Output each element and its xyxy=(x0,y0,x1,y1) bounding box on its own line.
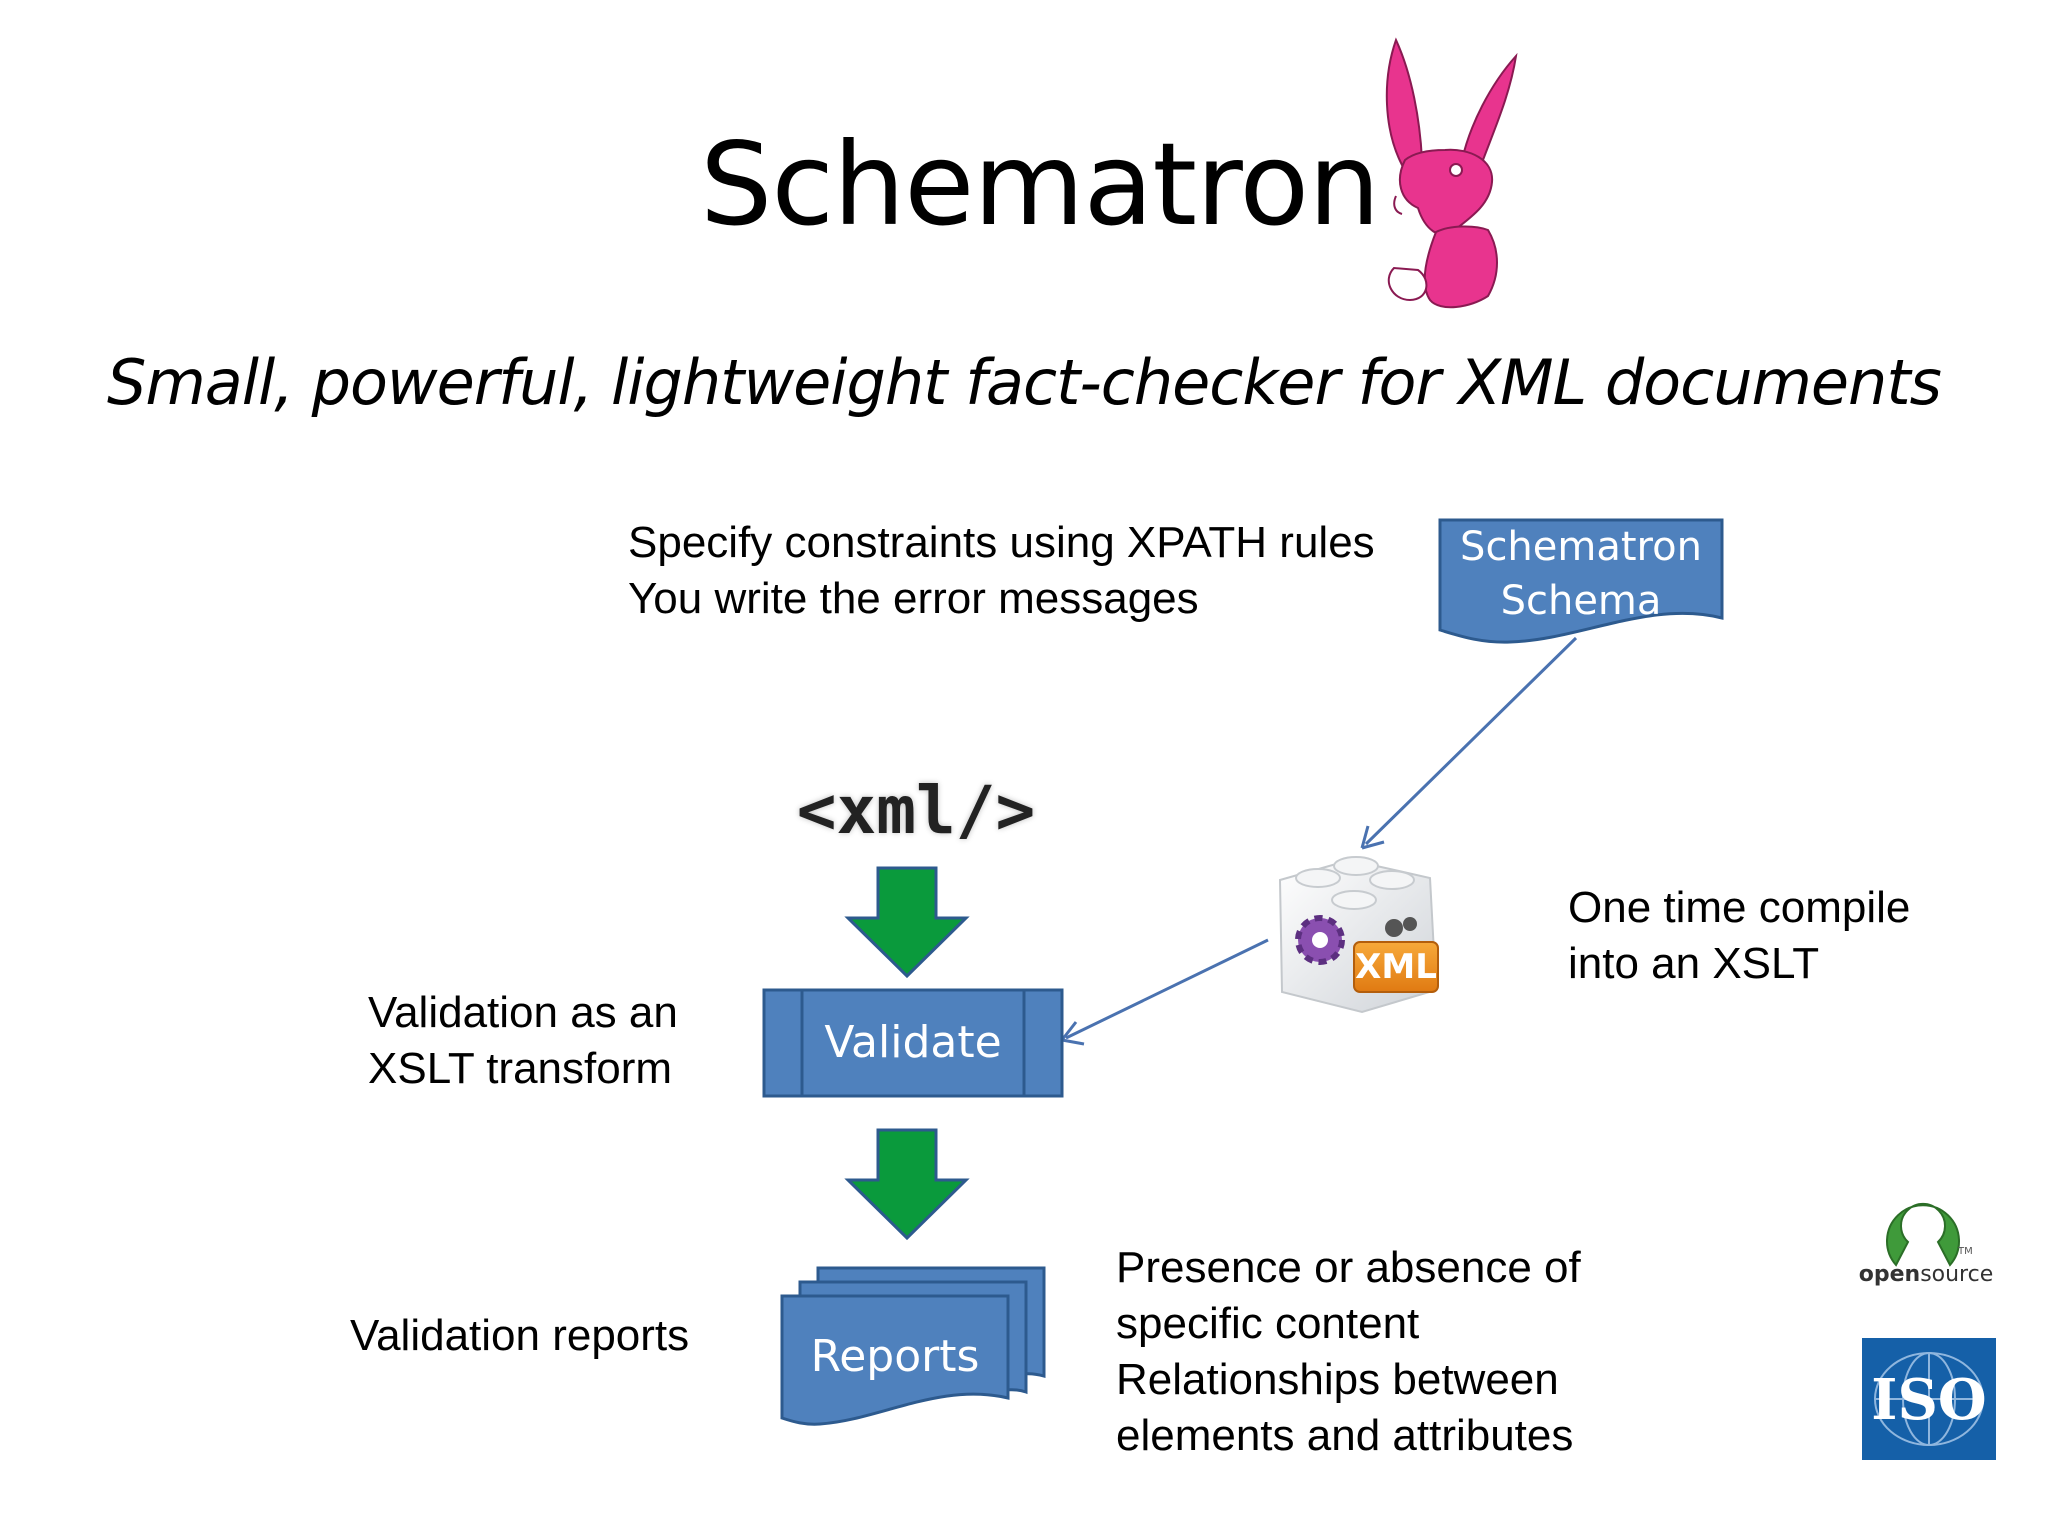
validate-box-shape xyxy=(762,988,1064,1098)
validation-note-line1: Validation as an xyxy=(368,988,678,1037)
down-arrow-validate-to-reports xyxy=(844,1128,970,1241)
rabbit-mascot-icon xyxy=(1385,37,1518,309)
compile-note-line2: into an XSLT xyxy=(1568,939,1820,988)
schematron-schema-box-shape xyxy=(1438,518,1724,644)
open-source-wordmark: opensource xyxy=(1856,1262,1996,1288)
schema-to-compiler-connector xyxy=(1360,636,1578,850)
reports-stack-shape xyxy=(780,1266,1046,1426)
content-note-line3: Relationships between xyxy=(1116,1355,1559,1404)
open-source-trademark: TM xyxy=(1958,1246,1973,1257)
gear-icon xyxy=(1295,915,1345,965)
content-relationships-note: Presence or absence of specific content … xyxy=(1116,1240,1581,1464)
reports-box-label: Reports xyxy=(810,1331,980,1382)
iso-wordmark: ISO xyxy=(1871,1367,1987,1433)
compiler-to-validate-connector xyxy=(1060,938,1269,1046)
xml-document-tag: <xml/> xyxy=(796,772,1036,849)
content-note-line1: Presence or absence of xyxy=(1116,1243,1581,1292)
open-source-logo-icon xyxy=(1886,1202,1960,1267)
page-subtitle: Small, powerful, lightweight fact-checke… xyxy=(107,346,1942,419)
open-source-word-source: source xyxy=(1920,1262,1994,1287)
schema-box-line2: Schema xyxy=(1500,578,1662,624)
iso-logo-icon xyxy=(1862,1338,1996,1460)
compile-note: One time compile into an XSLT xyxy=(1568,880,1910,992)
xslt-component-icon xyxy=(1278,856,1439,1014)
validation-transform-note: Validation as an XSLT transform xyxy=(368,985,678,1097)
xpath-rules-line: Specify constraints using XPATH rules xyxy=(628,518,1375,567)
content-note-line4: elements and attributes xyxy=(1116,1411,1574,1460)
down-arrow-xml-to-validate xyxy=(844,866,970,979)
validate-box-label: Validate xyxy=(824,1017,1002,1068)
content-note-line2: specific content xyxy=(1116,1299,1420,1348)
open-source-word-open: open xyxy=(1858,1262,1921,1287)
compile-note-line1: One time compile xyxy=(1568,883,1911,932)
page-title: Schematron xyxy=(700,118,1380,251)
validation-reports-note: Validation reports xyxy=(350,1311,690,1360)
schematron-schema-box: Schematron Schema xyxy=(1440,520,1722,628)
error-messages-line: You write the error messages xyxy=(628,574,1199,623)
xpath-rules-note: Specify constraints using XPATH rules Yo… xyxy=(628,515,1375,627)
validation-note-line2: XSLT transform xyxy=(368,1044,673,1093)
schema-box-line1: Schematron xyxy=(1460,524,1702,570)
xml-badge-label: XML xyxy=(1355,947,1437,987)
